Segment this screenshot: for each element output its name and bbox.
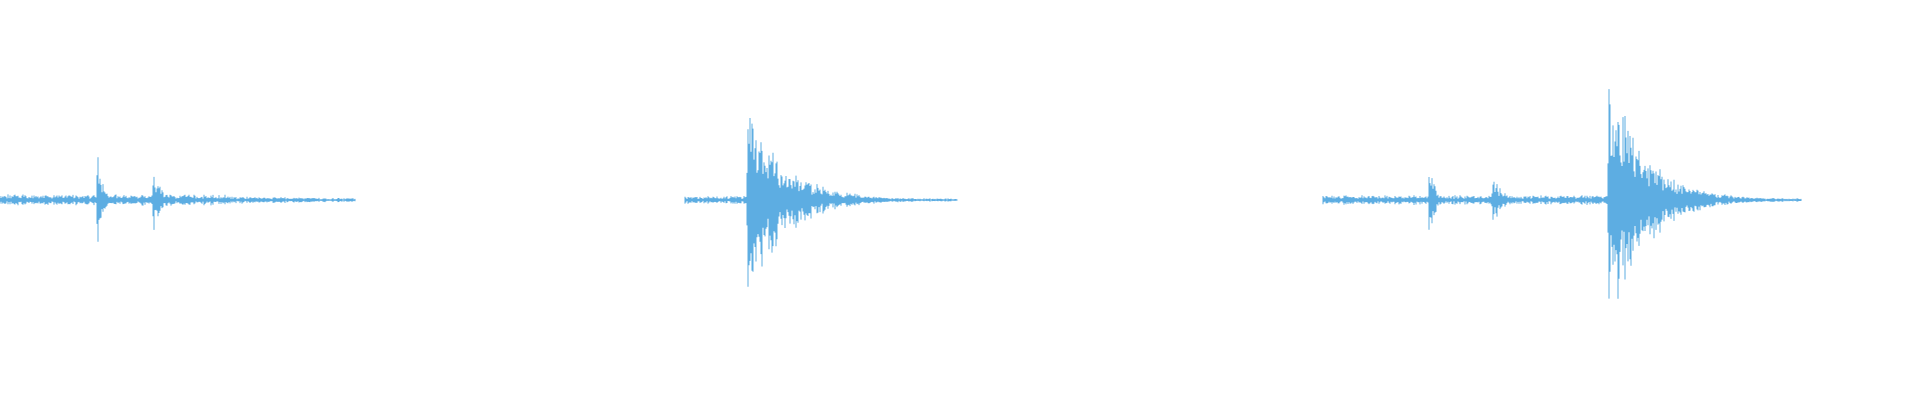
waveform-clip-2[interactable] bbox=[684, 118, 958, 287]
waveform-clip-3[interactable] bbox=[1322, 89, 1802, 299]
waveform-trace bbox=[0, 157, 356, 242]
waveform-trace bbox=[684, 118, 958, 287]
waveform-clips-layer bbox=[0, 89, 1802, 299]
waveform-clip-1[interactable] bbox=[0, 157, 356, 242]
waveform-trace bbox=[1322, 89, 1802, 299]
